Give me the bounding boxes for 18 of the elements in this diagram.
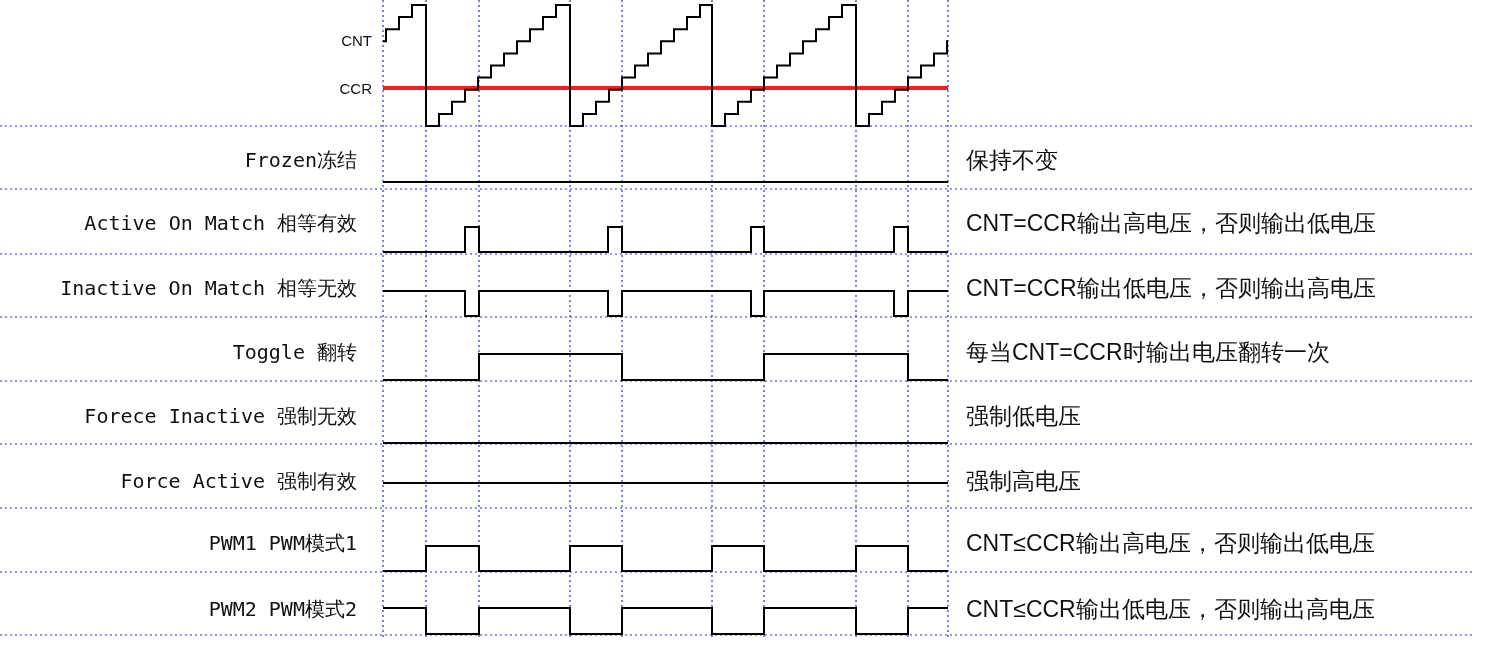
- signal-label: CCR: [339, 80, 372, 96]
- mode-description: 强制低电压: [966, 404, 1081, 428]
- mode-label: PWM1 PWM模式1: [208, 533, 357, 553]
- mode-label: Active On Match 相等有效: [84, 213, 357, 233]
- signal-label: CNT: [341, 32, 372, 48]
- mode-label: Forece Inactive 强制无效: [84, 406, 357, 426]
- mode-description: 强制高电压: [966, 469, 1081, 493]
- mode-description: 保持不变: [966, 148, 1058, 172]
- mode-label: Toggle 翻转: [232, 342, 357, 362]
- mode-description: CNT≤CCR输出高电压，否则输出低电压: [966, 531, 1375, 555]
- mode-description: CNT≤CCR输出低电压，否则输出高电压: [966, 597, 1375, 621]
- mode-label: Force Active 强制有效: [120, 471, 357, 491]
- mode-label: PWM2 PWM模式2: [208, 599, 357, 619]
- mode-description: 每当CNT=CCR时输出电压翻转一次: [966, 340, 1330, 364]
- mode-label: Frozen冻结: [244, 150, 357, 170]
- mode-label: Inactive On Match 相等无效: [60, 278, 357, 298]
- mode-description: CNT=CCR输出高电压，否则输出低电压: [966, 211, 1376, 235]
- mode-description: CNT=CCR输出低电压，否则输出高电压: [966, 276, 1376, 300]
